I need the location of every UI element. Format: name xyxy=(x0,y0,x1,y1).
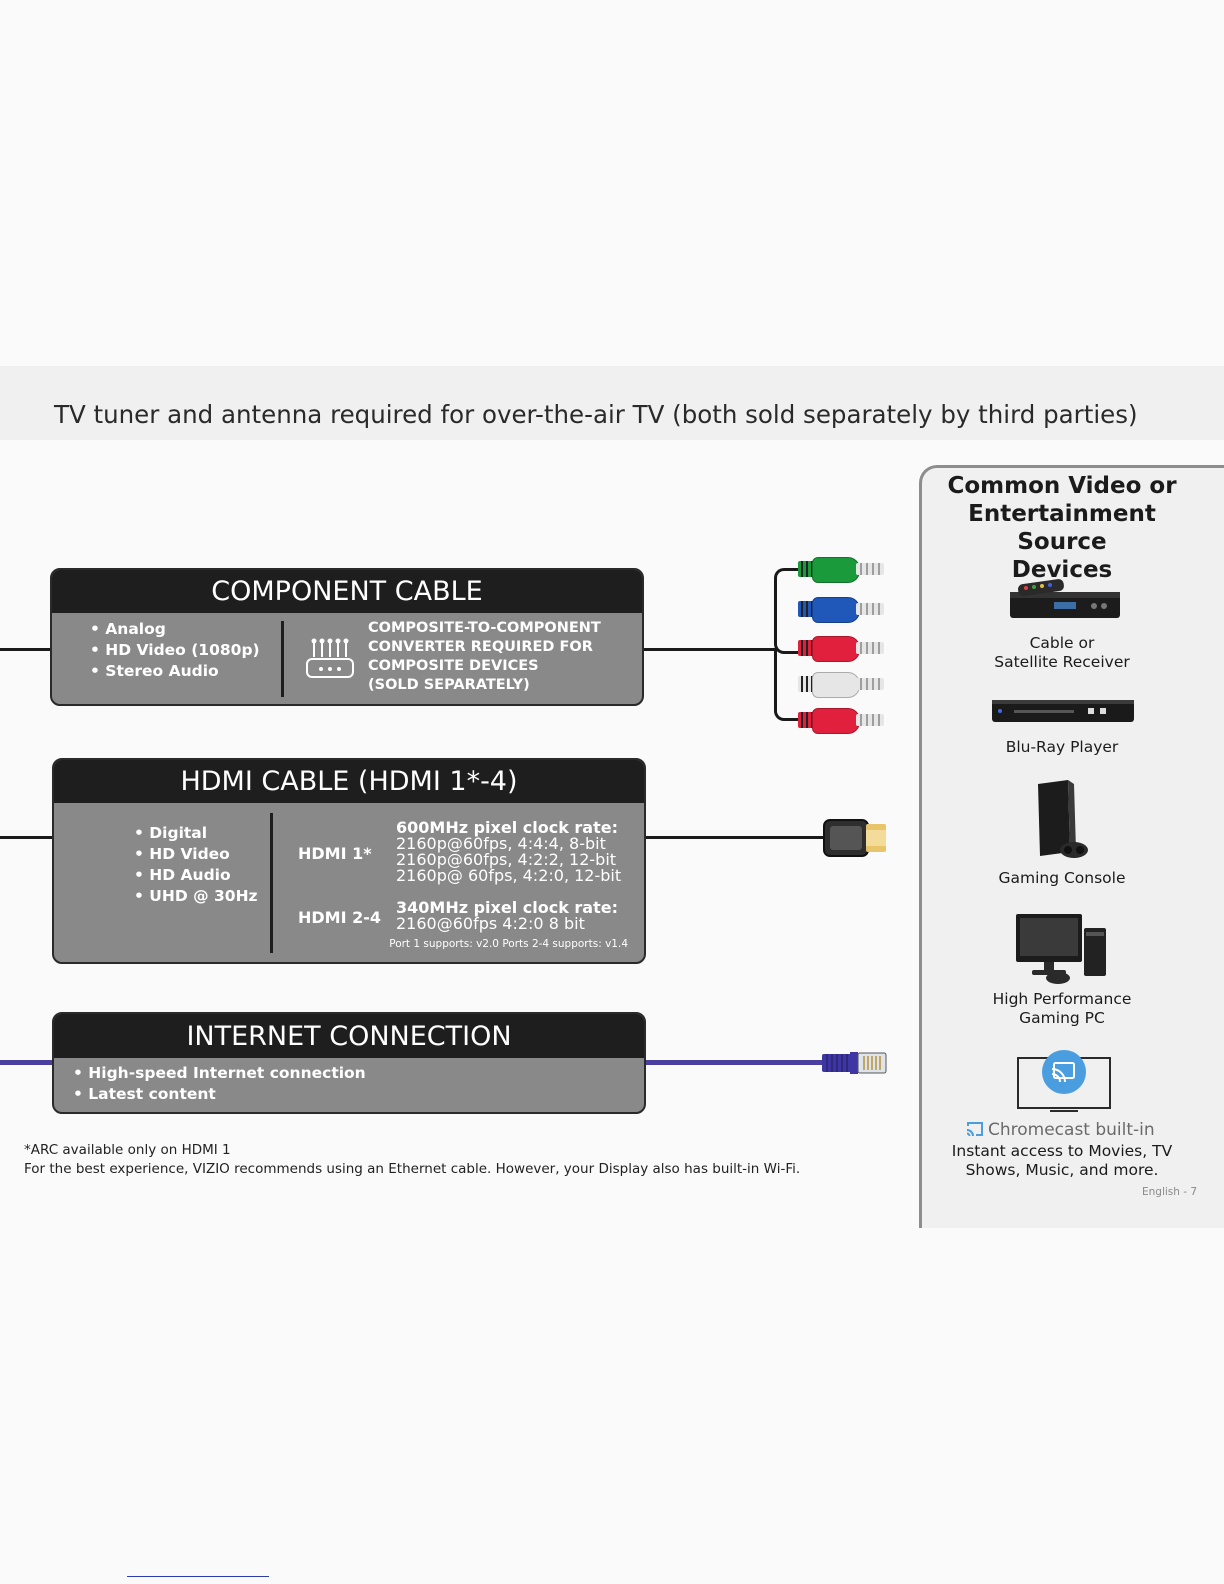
footer-rule xyxy=(127,1576,269,1577)
component-left-wire xyxy=(0,648,54,651)
panel-title: Common Video or Entertainment Source Dev… xyxy=(947,473,1177,583)
converter-icon xyxy=(304,637,356,685)
hdmi-bullet: • UHD @ 30Hz xyxy=(134,887,258,905)
chromecast-logo: Chromecast built-in xyxy=(966,1120,1155,1141)
gaming-pc-icon xyxy=(1012,912,1112,990)
rca-plug xyxy=(798,708,886,734)
component-cable-title: COMPONENT CABLE xyxy=(52,570,642,613)
game-console-icon xyxy=(1030,778,1096,866)
converter-note: CONVERTER REQUIRED FOR xyxy=(368,639,593,655)
port-support-note: Port 1 supports: v2.0 Ports 2-4 supports… xyxy=(389,938,628,950)
chromecast-label: Chromecast built-in xyxy=(988,1120,1155,1140)
rca-bracket-top xyxy=(774,568,801,654)
device-label-bluray: Blu-Ray Player xyxy=(1005,738,1119,756)
device-label-console: Gaming Console xyxy=(998,869,1126,887)
page-number: English - 7 xyxy=(1142,1186,1198,1198)
converter-note: COMPOSITE DEVICES xyxy=(368,658,539,674)
ethernet-right-wire xyxy=(643,1060,825,1065)
converter-note: COMPOSITE-TO-COMPONENT xyxy=(368,620,601,636)
component-right-wire xyxy=(641,648,777,651)
hdmi-left-wire xyxy=(0,836,54,839)
hdmi-bullet: • HD Video xyxy=(134,845,230,863)
rca-plug xyxy=(798,636,886,662)
component-cable-box: COMPONENT CABLE • Analog • HD Video (108… xyxy=(50,568,644,706)
ethernet-plug-icon xyxy=(822,1050,888,1080)
ethernet-left-wire xyxy=(0,1060,54,1065)
internet-connection-title: INTERNET CONNECTION xyxy=(54,1014,644,1058)
ethernet-footnote: For the best experience, VIZIO recommend… xyxy=(24,1161,801,1177)
rca-plug xyxy=(798,672,886,698)
converter-note: (SOLD SEPARATELY) xyxy=(368,677,530,693)
hdmi1-spec: 2160p@60fps, 4:4:4, 8-bit xyxy=(396,834,606,853)
hdmi1-spec-heading: 600MHz pixel clock rate: xyxy=(396,818,618,837)
set-top-box-icon xyxy=(1008,578,1128,626)
component-bullet: • HD Video (1080p) xyxy=(90,641,260,659)
hdmi-cable-title: HDMI CABLE (HDMI 1*-4) xyxy=(54,760,644,803)
internet-bullet: • High-speed Internet connection xyxy=(73,1064,366,1082)
device-label-gaming-pc: High Performance Gaming PC xyxy=(992,990,1132,1027)
hdmi1-label: HDMI 1* xyxy=(298,844,372,863)
chromecast-description: Instant access to Movies, TV Shows, Musi… xyxy=(951,1142,1173,1179)
arc-footnote: *ARC available only on HDMI 1 xyxy=(24,1142,231,1158)
hdmi1-spec: 2160p@ 60fps, 4:2:0, 12-bit xyxy=(396,866,622,885)
hdmi24-spec: 2160@60fps 4:2:0 8 bit xyxy=(396,914,585,933)
internet-connection-box: INTERNET CONNECTION • High-speed Interne… xyxy=(52,1012,646,1114)
hdmi-divider xyxy=(270,813,273,953)
hdmi-plug-icon xyxy=(822,816,888,864)
hdmi1-spec: 2160p@60fps, 4:2:2, 12-bit xyxy=(396,850,617,869)
hdmi-bullet: • HD Audio xyxy=(134,866,231,884)
internet-bullet: • Latest content xyxy=(73,1085,216,1103)
hdmi-cable-box: HDMI CABLE (HDMI 1*-4) • Digital • HD Vi… xyxy=(52,758,646,964)
component-divider xyxy=(281,621,284,697)
device-label-receiver: Cable or Satellite Receiver xyxy=(994,634,1130,671)
hdmi24-spec-heading: 340MHz pixel clock rate: xyxy=(396,898,618,917)
tv-cast-icon xyxy=(1016,1050,1112,1120)
hdmi24-label: HDMI 2-4 xyxy=(298,908,382,927)
bluray-player-icon xyxy=(990,696,1136,730)
component-bullet: • Analog xyxy=(90,620,166,638)
chromecast-icon xyxy=(966,1121,984,1141)
hdmi-right-wire xyxy=(643,836,825,839)
rca-plug xyxy=(798,597,886,623)
rca-bracket-bottom xyxy=(774,648,801,721)
notice-banner xyxy=(0,366,1224,440)
rca-plug xyxy=(798,557,886,583)
notice-banner-text: TV tuner and antenna required for over-t… xyxy=(54,400,1138,429)
hdmi-bullet: • Digital xyxy=(134,824,208,842)
component-bullet: • Stereo Audio xyxy=(90,662,219,680)
